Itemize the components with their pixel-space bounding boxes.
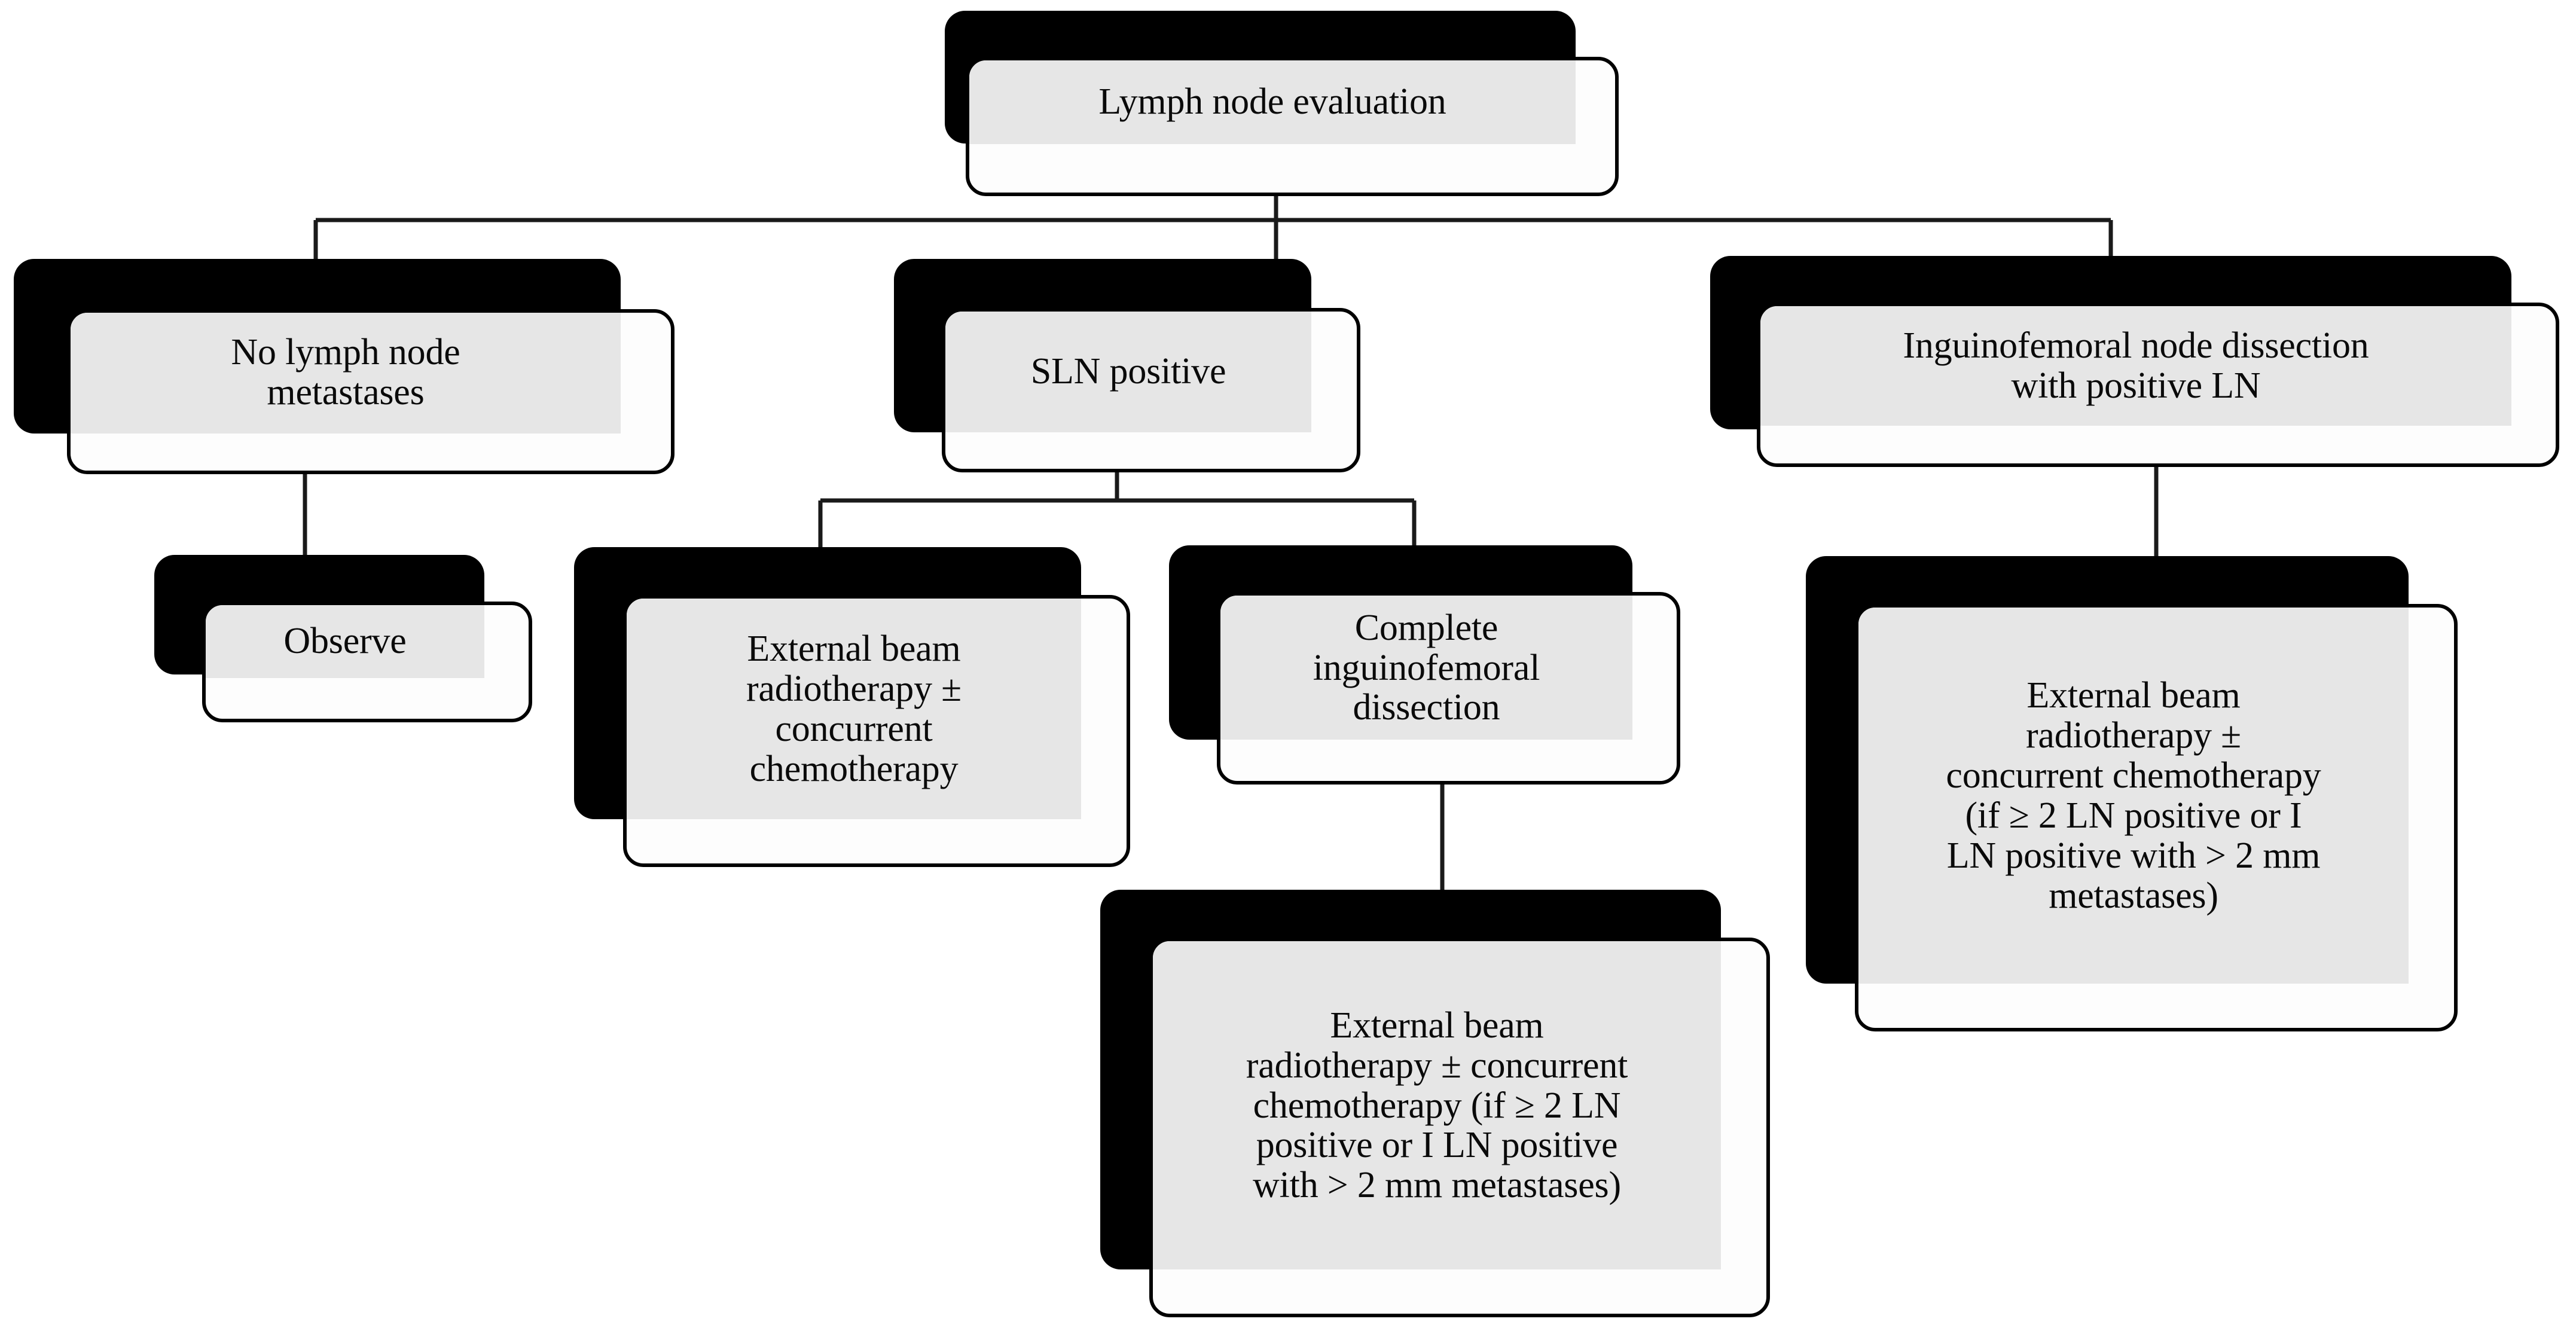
node-inner-fill — [1858, 608, 2409, 984]
node-label: Complete inguinofemoral dissection — [1313, 607, 1540, 728]
node-label: Inguinofemoral node dissection with posi… — [1903, 325, 2369, 406]
node-inner-fill — [1153, 941, 1721, 1269]
node-sln-positive[interactable]: SLN positive — [894, 259, 1360, 478]
node-complete-inguinofemoral-dissection[interactable]: Complete inguinofemoral dissection — [1169, 545, 1680, 785]
node-inner-fill — [1760, 306, 2511, 426]
node-lymph-node-evaluation[interactable]: Lymph node evaluation — [945, 11, 1623, 196]
node-label: External beam radiotherapy ± concurrent … — [1946, 675, 2321, 916]
node-inner-fill — [969, 60, 1576, 144]
node-inner-fill — [945, 312, 1311, 432]
node-inner-fill — [71, 313, 621, 434]
node-label: Observe — [283, 620, 407, 661]
node-label: No lymph node metastases — [231, 332, 460, 413]
node-inguinofemoral-node-dissection[interactable]: Inguinofemoral node dissection with posi… — [1710, 256, 2559, 474]
node-label: External beam radiotherapy ± concurrent … — [1246, 1005, 1628, 1206]
node-label: SLN positive — [1030, 350, 1226, 392]
node-observe[interactable]: Observe — [154, 555, 532, 722]
node-no-lymph-node-metastases[interactable]: No lymph node metastases — [14, 259, 674, 480]
node-external-beam-radiotherapy-conditional-center[interactable]: External beam radiotherapy ± concurrent … — [1100, 890, 1770, 1317]
node-inner-fill — [1220, 596, 1632, 740]
node-label: External beam radiotherapy ± concurrent … — [746, 628, 962, 789]
node-inner-fill — [206, 605, 484, 678]
node-external-beam-radiotherapy-conditional-right[interactable]: External beam radiotherapy ± concurrent … — [1806, 556, 2458, 1031]
node-label: Lymph node evaluation — [1098, 81, 1446, 122]
node-external-beam-radiotherapy-chemo[interactable]: External beam radiotherapy ± concurrent … — [574, 547, 1130, 867]
node-inner-fill — [627, 599, 1081, 819]
